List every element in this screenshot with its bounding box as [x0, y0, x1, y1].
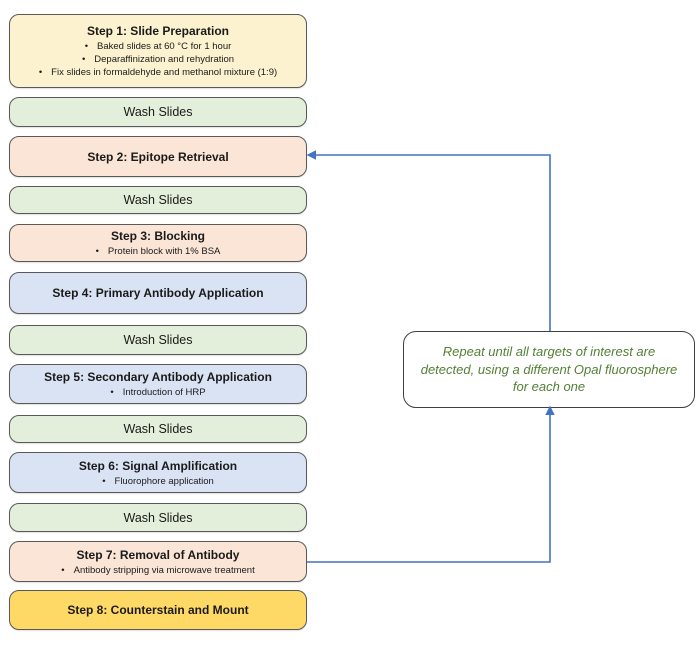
repeat-note-line: Repeat until all targets of interest are [442, 344, 656, 360]
step-title: Step 1: Slide Preparation [86, 24, 230, 38]
step-title: Step 3: Blocking [110, 229, 205, 243]
step-box-3: Step 3: Blocking Protein block with 1% B… [9, 224, 307, 262]
step-title: Step 6: Signal Amplification [78, 458, 238, 473]
step-box-6: Step 6: Signal Amplification Fluorophore… [9, 452, 307, 493]
step-title: Step 7: Removal of Antibody [76, 547, 240, 562]
repeat-note: Repeat until all targets of interest are… [403, 331, 695, 408]
arrowhead-left-icon [306, 150, 316, 160]
step-bullet-list: Fluorophore application [102, 475, 214, 488]
step-box-4: Step 4: Primary Antibody Application [9, 272, 307, 314]
step-box-5: Step 5: Secondary Antibody Application I… [9, 364, 307, 404]
step-title: Step 2: Epitope Retrieval [87, 149, 229, 164]
repeat-note-line: detected, using a different Opal fluoros… [420, 361, 678, 377]
step-box-7: Step 7: Removal of Antibody Antibody str… [9, 541, 307, 582]
step-bullet: Deparaffinization and rehydration [39, 53, 277, 66]
step-bullet-list: Introduction of HRP [110, 386, 206, 399]
step-bullet: Fluorophore application [102, 475, 214, 488]
wash-box-1: Wash Slides [9, 97, 307, 127]
wash-label: Wash Slides [123, 105, 193, 119]
step-bullet: Protein block with 1% BSA [96, 245, 220, 258]
step-bullet: Baked slides at 60 °C for 1 hour [39, 40, 277, 53]
wash-box-2: Wash Slides [9, 186, 307, 214]
step-bullet-list: Antibody stripping via microwave treatme… [61, 564, 255, 577]
step-bullet: Antibody stripping via microwave treatme… [61, 564, 255, 577]
step-bullet-list: Baked slides at 60 °C for 1 hour Deparaf… [39, 40, 277, 79]
connector-line-to-step2 [314, 154, 551, 331]
wash-label: Wash Slides [123, 422, 193, 436]
wash-label: Wash Slides [123, 510, 193, 525]
step-bullet: Fix slides in formaldehyde and methanol … [39, 66, 277, 79]
step-bullet: Introduction of HRP [110, 386, 206, 399]
step-box-2: Step 2: Epitope Retrieval [9, 136, 307, 177]
repeat-note-line: for each one [512, 379, 586, 395]
step-box-1: Step 1: Slide Preparation Baked slides a… [9, 14, 307, 88]
step-title: Step 8: Counterstain and Mount [67, 603, 249, 617]
wash-box-3: Wash Slides [9, 325, 307, 355]
wash-box-5: Wash Slides [9, 503, 307, 532]
wash-label: Wash Slides [123, 333, 193, 347]
step-title: Step 4: Primary Antibody Application [52, 286, 264, 300]
step-box-8: Step 8: Counterstain and Mount [9, 590, 307, 630]
wash-box-4: Wash Slides [9, 415, 307, 443]
connector-line-from-step7 [307, 413, 551, 563]
step-bullet-list: Protein block with 1% BSA [96, 245, 220, 258]
wash-label: Wash Slides [123, 193, 193, 207]
step-title: Step 5: Secondary Antibody Application [44, 370, 272, 384]
